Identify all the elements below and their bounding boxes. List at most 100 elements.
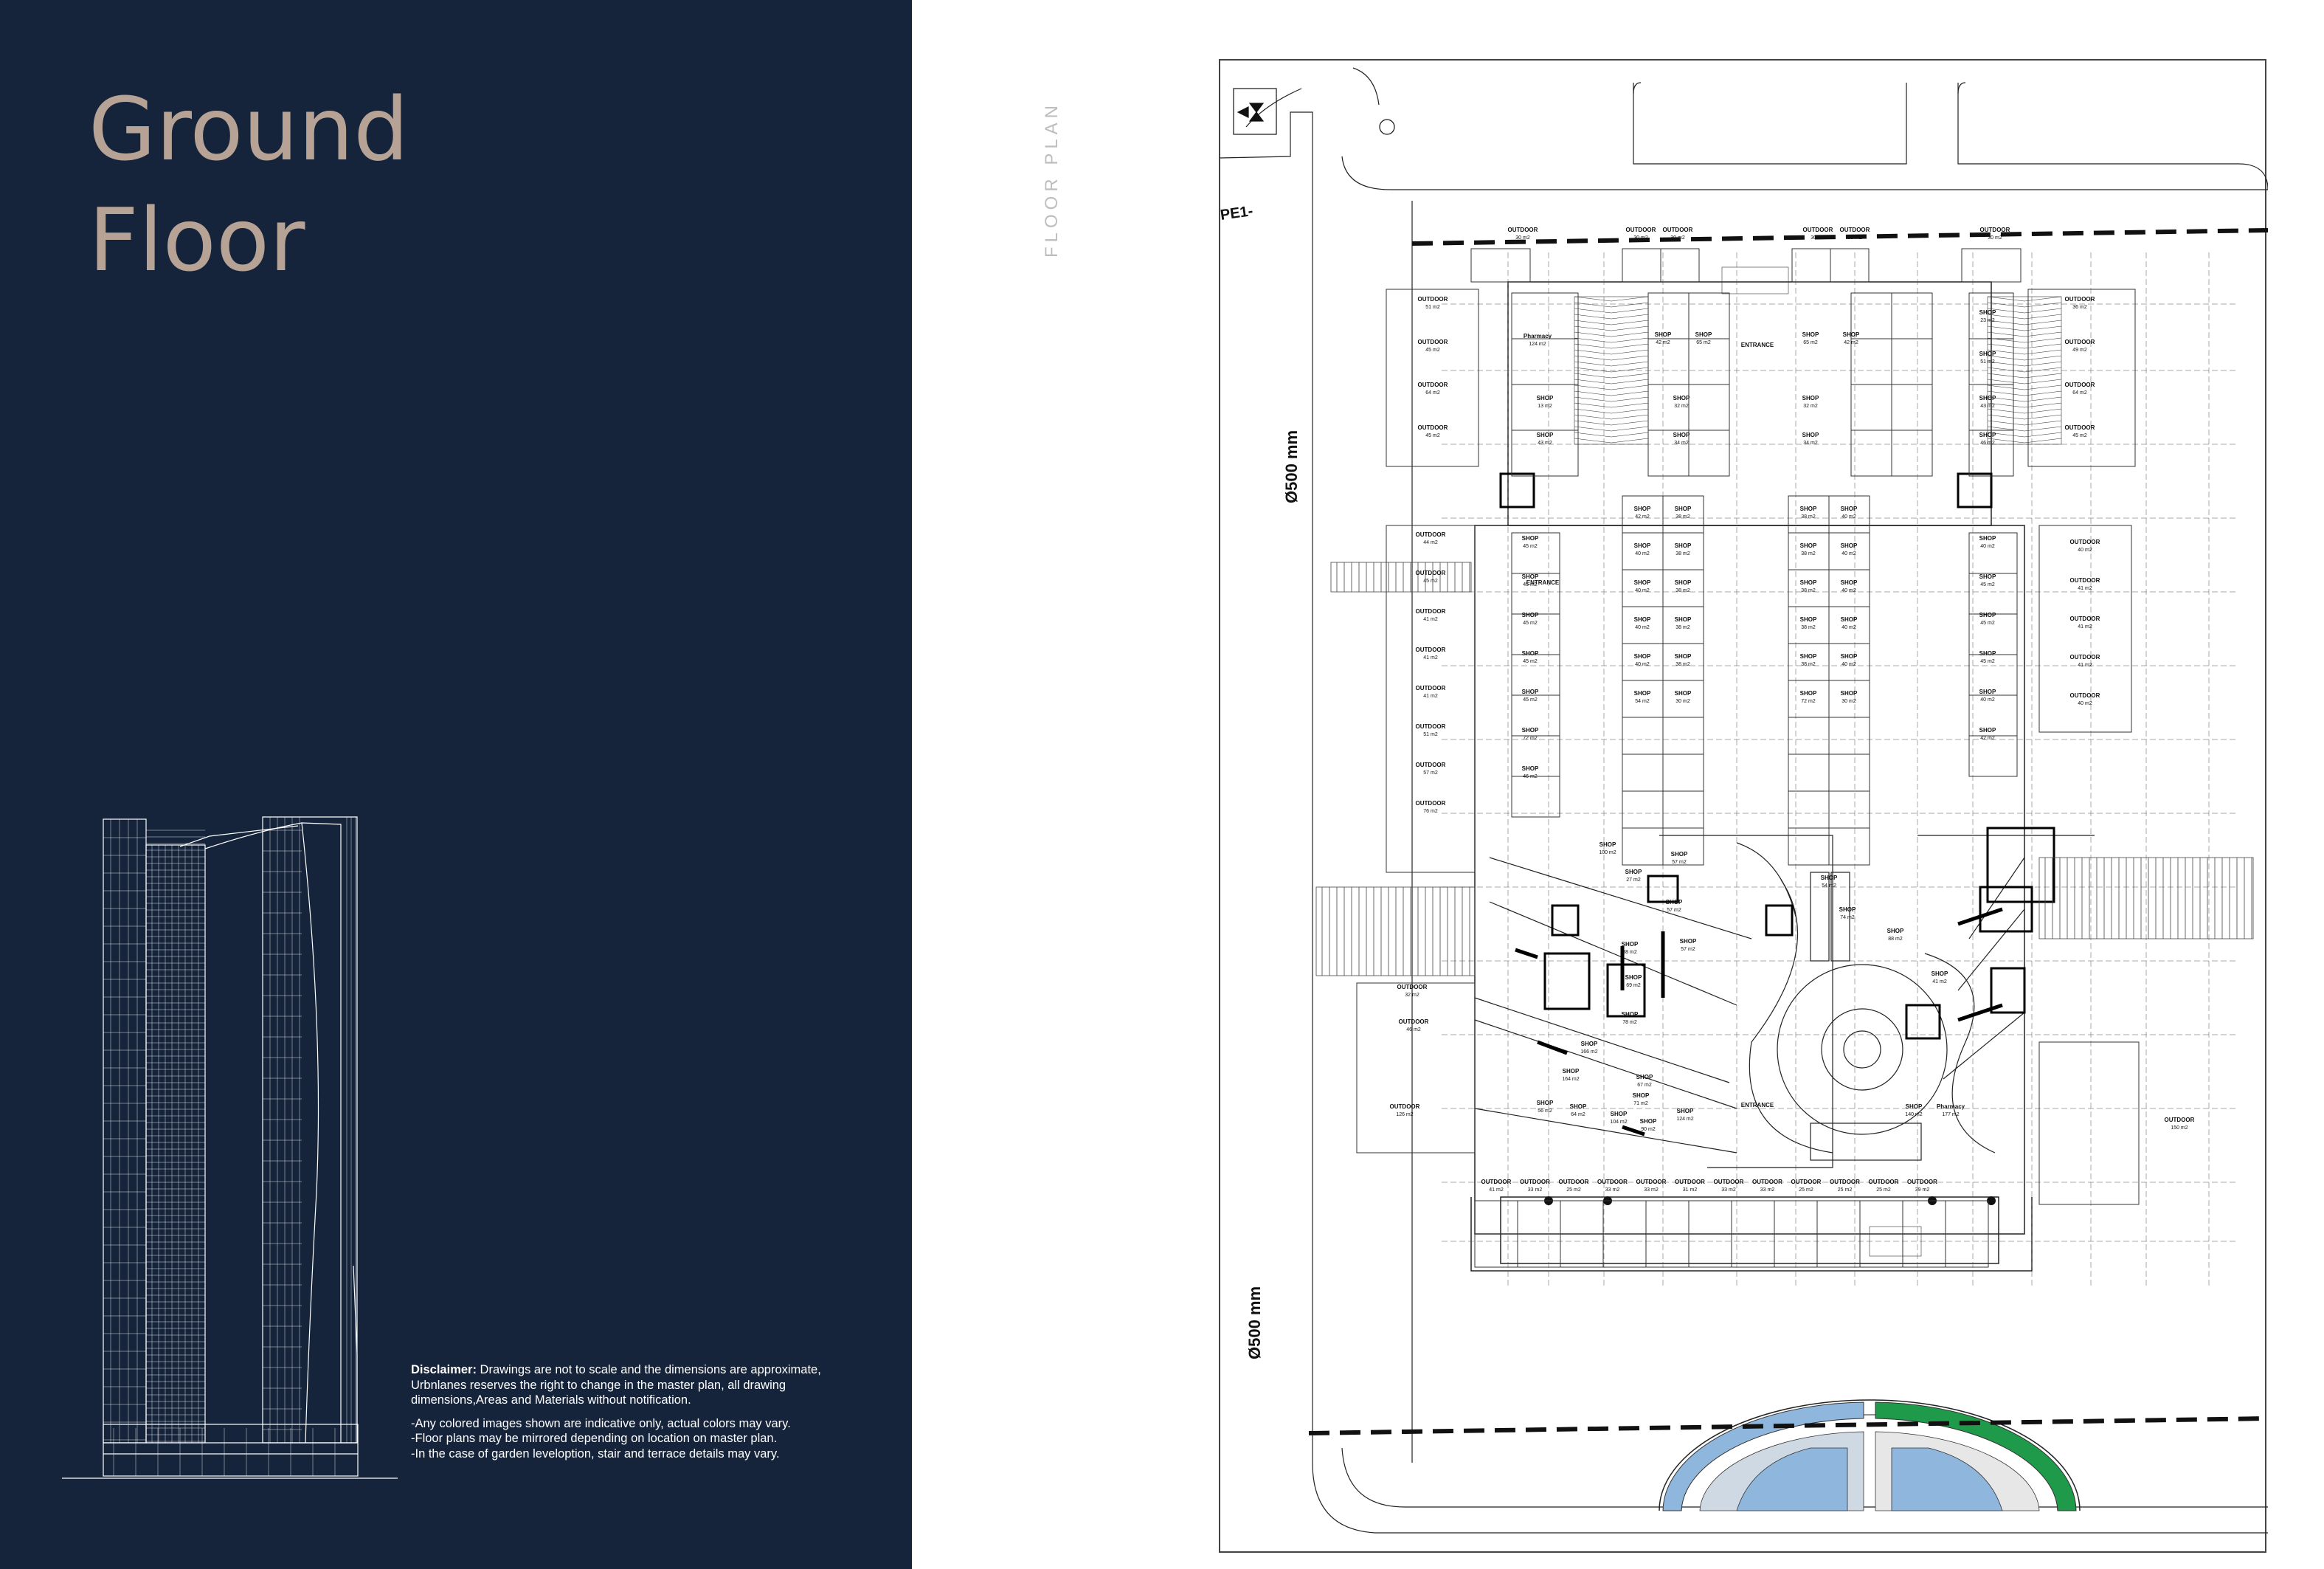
shop-unit-area: 140 m2: [1905, 1112, 1922, 1117]
shop-unit-label: SHOP: [1979, 432, 1996, 438]
shop-unit-label: Pharmacy: [1524, 333, 1552, 339]
outdoor-unit-area: 150 m2: [2171, 1125, 2188, 1131]
shop-unit-area: 88 m2: [1888, 937, 1903, 942]
outdoor-unit-label: OUTDOOR: [1559, 1179, 1589, 1185]
outdoor-unit-area: 39 m2: [1915, 1187, 1930, 1193]
outdoor-unit-area: 41 m2: [1489, 1187, 1504, 1193]
shop-unit-label: SHOP: [1537, 432, 1554, 438]
disclaimer-note: -In the case of garden leveloption, stai…: [411, 1446, 780, 1461]
shop-unit-label: SHOP: [1622, 941, 1639, 948]
shop-unit-label: Pharmacy: [1937, 1103, 1965, 1110]
shop-unit: SHOP 30 m2: [1841, 690, 1858, 704]
shop-unit-area: 69 m2: [1626, 983, 1641, 988]
shop-unit-area: 38 m2: [1675, 588, 1690, 593]
shop-unit-area: 42 m2: [1635, 514, 1650, 520]
shop-unit-area: 45 m2: [1980, 621, 1995, 626]
shop-unit-label: SHOP: [1841, 690, 1858, 697]
outdoor-unit: OUTDOOR 41 m2: [1481, 1179, 1512, 1193]
shop-unit-area: 64 m2: [1571, 1112, 1585, 1117]
shop-unit-area: 124 m2: [1529, 342, 1546, 347]
shop-unit-area: 40 m2: [1635, 662, 1650, 667]
shop-unit-area: 57 m2: [1672, 860, 1687, 865]
shop-unit-area: 40 m2: [1841, 625, 1856, 630]
title-line-2: Floor: [89, 189, 305, 291]
shop-unit-area: 30 m2: [1841, 699, 1856, 704]
shop-unit-area: 42 m2: [1844, 340, 1858, 345]
outdoor-unit-label: OUTDOOR: [1416, 762, 1446, 768]
outdoor-unit-label: OUTDOOR: [1752, 1179, 1782, 1185]
shop-unit-area: 32 m2: [1674, 404, 1689, 409]
outdoor-unit-area: 30 m2: [1515, 235, 1530, 241]
shop-unit-label: SHOP: [1695, 331, 1712, 338]
shop-unit-label: SHOP: [1800, 579, 1817, 586]
shop-unit-area: 38 m2: [1801, 662, 1816, 667]
shop-unit-label: SHOP: [1673, 432, 1690, 438]
outdoor-unit-label: OUTDOOR: [2065, 296, 2095, 303]
shop-unit-label: SHOP: [1800, 690, 1817, 697]
shop-unit-area: 45 m2: [1980, 582, 1995, 587]
shop-unit-label: SHOP: [1841, 579, 1858, 586]
shop-unit-area: 45 m2: [1980, 659, 1995, 664]
outdoor-unit-label: OUTDOOR: [1520, 1179, 1550, 1185]
shop-unit-label: SHOP: [1537, 395, 1554, 401]
outdoor-unit-area: 41 m2: [1423, 655, 1438, 661]
outdoor-unit-label: OUTDOOR: [2065, 424, 2095, 431]
outdoor-unit-area: 33 m2: [1528, 1187, 1543, 1193]
shop-unit-label: SHOP: [1537, 1100, 1554, 1106]
outdoor-unit-area: 33 m2: [1605, 1187, 1620, 1193]
shop-unit-area: 57 m2: [1681, 947, 1695, 952]
shop-unit-area: 72 m2: [1801, 699, 1816, 704]
shop-unit-label: SHOP: [1843, 331, 1860, 338]
disclaimer-text: Disclaimer: Drawings are not to scale an…: [411, 1362, 868, 1408]
outdoor-unit-label: OUTDOOR: [1481, 1179, 1512, 1185]
entrance-label: ENTRANCE: [1741, 1102, 1774, 1108]
outdoor-unit-area: 33 m2: [1760, 1187, 1775, 1193]
shop-unit-label: SHOP: [1522, 535, 1539, 542]
shop-unit-label: SHOP: [1655, 331, 1672, 338]
shop-unit-label: SHOP: [1802, 432, 1819, 438]
shop-unit-area: 27 m2: [1626, 877, 1641, 883]
outdoor-unit-area: 57 m2: [1423, 770, 1438, 776]
outdoor-unit-area: 41 m2: [2078, 663, 2092, 668]
shop-unit-label: SHOP: [1581, 1041, 1598, 1047]
outdoor-unit-area: 25 m2: [1876, 1187, 1891, 1193]
shop-unit-area: 30 m2: [1675, 699, 1690, 704]
outdoor-unit-label: OUTDOOR: [1626, 227, 1656, 233]
shop-unit-label: SHOP: [1800, 616, 1817, 623]
tower-elevation-drawing: [62, 816, 398, 1479]
disclaimer: Disclaimer: Drawings are not to scale an…: [411, 1362, 868, 1461]
outdoor-unit-area: 30 m2: [1988, 235, 2002, 241]
outdoor-unit-label: OUTDOOR: [1597, 1179, 1628, 1185]
outdoor-unit-label: OUTDOOR: [1418, 424, 1448, 431]
shop-unit-label: SHOP: [1887, 928, 1904, 934]
shop-unit-area: 40 m2: [1635, 625, 1650, 630]
shop-unit-label: SHOP: [1675, 690, 1692, 697]
